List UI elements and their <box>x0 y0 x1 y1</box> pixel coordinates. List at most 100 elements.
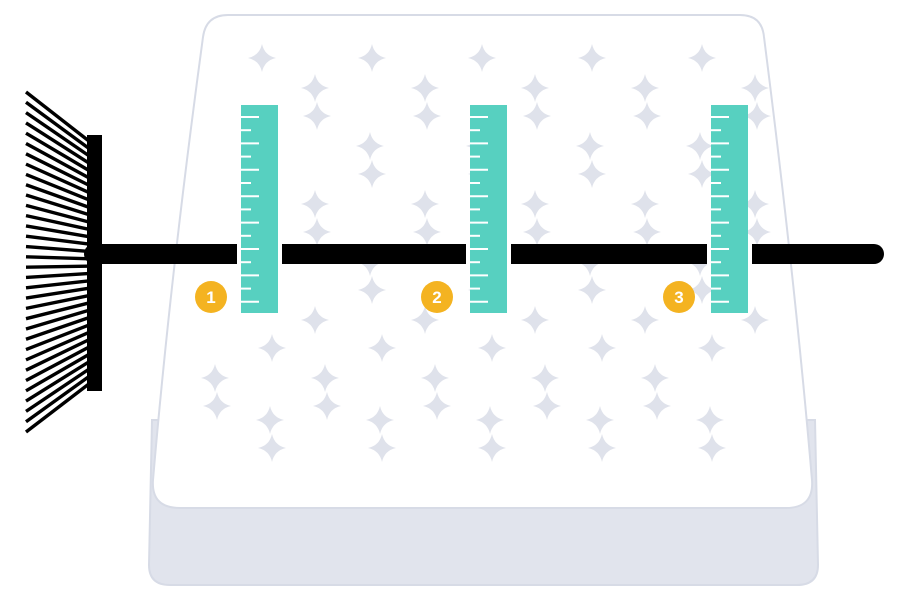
step-number: 3 <box>674 288 683 307</box>
sparkle-icon <box>743 218 771 246</box>
sparkle-icon <box>303 102 331 130</box>
measurement-2: 2 <box>421 105 511 313</box>
step-marker <box>663 281 695 313</box>
measurement-3: 3 <box>663 105 752 313</box>
sparkle-icon <box>633 102 661 130</box>
broom-bristle <box>25 172 95 204</box>
broom-bristle <box>25 131 95 175</box>
sparkle-icon <box>313 392 341 420</box>
sparkle-icon <box>368 334 396 362</box>
broom-bristle <box>25 364 95 413</box>
sparkle-icon <box>741 74 769 102</box>
sparkle-icon <box>523 102 551 130</box>
broom-bristle <box>25 285 95 300</box>
step-marker <box>195 281 227 313</box>
broom-bristle <box>25 342 95 382</box>
sparkle-icon <box>258 434 286 462</box>
sparkle-icon <box>411 306 439 334</box>
ruler-gap <box>507 243 511 265</box>
ruler-gap <box>237 243 241 265</box>
broom-bristle <box>25 292 95 311</box>
sparkle-icon <box>203 392 231 420</box>
sparkle-icon <box>741 306 769 334</box>
measurement-rulers: 1 2 3 <box>195 105 752 313</box>
broom-bristle <box>25 335 95 372</box>
sparkle-icon <box>356 132 384 160</box>
sparkle-icon <box>643 392 671 420</box>
sparkle-icon <box>358 276 386 304</box>
sparkle-icon <box>533 392 561 420</box>
sparkle-icon <box>696 406 724 434</box>
broom-bristle <box>25 271 95 280</box>
step-number: 2 <box>432 288 441 307</box>
sparkle-icon <box>698 434 726 462</box>
broom-bristle <box>25 314 95 341</box>
broom-bristle <box>25 203 95 225</box>
ruler-gap <box>466 243 470 265</box>
sparkle-icon <box>358 44 386 72</box>
broom-bristle <box>24 100 96 154</box>
sparkle-icon <box>358 160 386 188</box>
step-marker <box>421 281 453 313</box>
sparkle-icon <box>586 406 614 434</box>
broom-bristle <box>25 213 95 233</box>
sparkle-icon <box>576 132 604 160</box>
sparkle-icon <box>366 406 394 434</box>
sparkle-icon <box>698 334 726 362</box>
sparkle-icon <box>631 306 659 334</box>
sparkle-icon <box>256 406 284 434</box>
ruler-gap <box>707 243 711 265</box>
broom-bristle <box>25 328 95 362</box>
broom-bristle <box>25 300 95 321</box>
broom-bristle <box>25 321 95 352</box>
broom-bristle <box>25 183 95 211</box>
sparkle-icon <box>688 160 716 188</box>
broom-bristle <box>25 111 95 161</box>
sparkle-icon <box>531 364 559 392</box>
sparkle-icon <box>301 190 329 218</box>
broom-bristle <box>25 234 95 247</box>
sparkle-icon <box>741 190 769 218</box>
broom-bristle <box>25 255 95 261</box>
sparkle-icon <box>368 434 396 462</box>
sparkle-icon <box>258 334 286 362</box>
measurement-1: 1 <box>195 105 282 313</box>
broom-bristle <box>25 162 95 197</box>
broom-bristle <box>25 357 95 403</box>
broom-bristle <box>25 224 95 240</box>
broom-bristle <box>25 371 95 424</box>
broom-bristles <box>24 90 96 434</box>
sparkle-icon <box>248 44 276 72</box>
sparkle-icon <box>521 190 549 218</box>
sparkle-icon <box>421 364 449 392</box>
sparkle-icon <box>411 74 439 102</box>
sparkle-icon <box>523 218 551 246</box>
sparkle-icon <box>311 364 339 392</box>
sparkle-icon <box>521 306 549 334</box>
broom-bristle <box>25 142 95 183</box>
sparkle-icon <box>413 102 441 130</box>
sparkle-icon <box>423 392 451 420</box>
sparkle-icon <box>688 276 716 304</box>
sparkle-icon <box>631 190 659 218</box>
sparkle-icon <box>641 364 669 392</box>
sparkle-icon <box>301 306 329 334</box>
sparkle-icon <box>578 44 606 72</box>
broom-bristle <box>25 350 95 393</box>
sparkle-icon <box>521 74 549 102</box>
ruler-gap <box>278 243 282 265</box>
sparkle-icon <box>476 406 504 434</box>
sparkle-icon <box>478 334 506 362</box>
broom-bristle <box>25 264 95 269</box>
broom-bristle <box>25 193 95 218</box>
sparkle-icon <box>688 44 716 72</box>
sparkle-icon <box>631 74 659 102</box>
sparkle-icon <box>686 132 714 160</box>
sparkle-icon <box>201 364 229 392</box>
sparkle-icon <box>578 276 606 304</box>
sparkle-icon <box>413 218 441 246</box>
broom-bristle <box>24 90 96 147</box>
sparkle-icon <box>578 160 606 188</box>
sparkle-icon <box>743 102 771 130</box>
